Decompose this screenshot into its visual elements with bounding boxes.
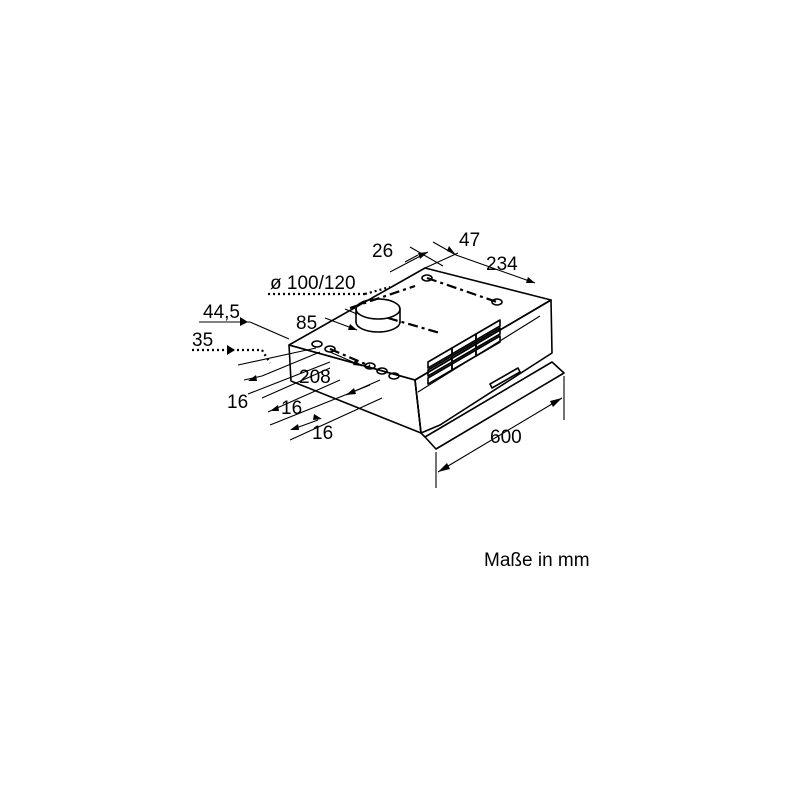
dimension-35: 35 xyxy=(192,330,271,364)
hood-vent-grille xyxy=(427,319,501,385)
dimension-16-group: 16 16 16 xyxy=(227,347,383,444)
label-16-first: 16 xyxy=(227,392,248,413)
label-47: 47 xyxy=(459,230,480,251)
label-208: 208 xyxy=(299,367,331,388)
center-lines xyxy=(329,276,498,368)
label-35: 35 xyxy=(192,330,213,351)
mounting-holes xyxy=(311,274,503,380)
hood-filter-strip xyxy=(424,361,565,450)
label-234: 234 xyxy=(486,254,518,275)
label-16-third: 16 xyxy=(312,423,333,444)
hood-body xyxy=(288,267,565,450)
dimension-top: 26 47 234 xyxy=(372,230,536,284)
hood-control-slider xyxy=(489,367,521,389)
hood-edge-line xyxy=(414,379,422,434)
dimension-85: 85 xyxy=(296,308,358,334)
label-44-5: 44,5 xyxy=(203,302,240,323)
label-duct-diameter: ø 100/120 xyxy=(270,273,356,294)
dimension-width: 600 xyxy=(435,376,565,488)
units-caption: Maße in mm xyxy=(484,550,590,571)
label-16-second: 16 xyxy=(281,398,302,419)
label-85: 85 xyxy=(296,313,317,334)
hood-strip-edge xyxy=(420,432,426,438)
label-26: 26 xyxy=(372,241,393,262)
dimension-duct: ø 100/120 xyxy=(268,273,391,296)
dimension-44-5: 44,5 xyxy=(199,302,290,340)
hood-side-face xyxy=(288,344,422,434)
label-width: 600 xyxy=(490,427,522,448)
